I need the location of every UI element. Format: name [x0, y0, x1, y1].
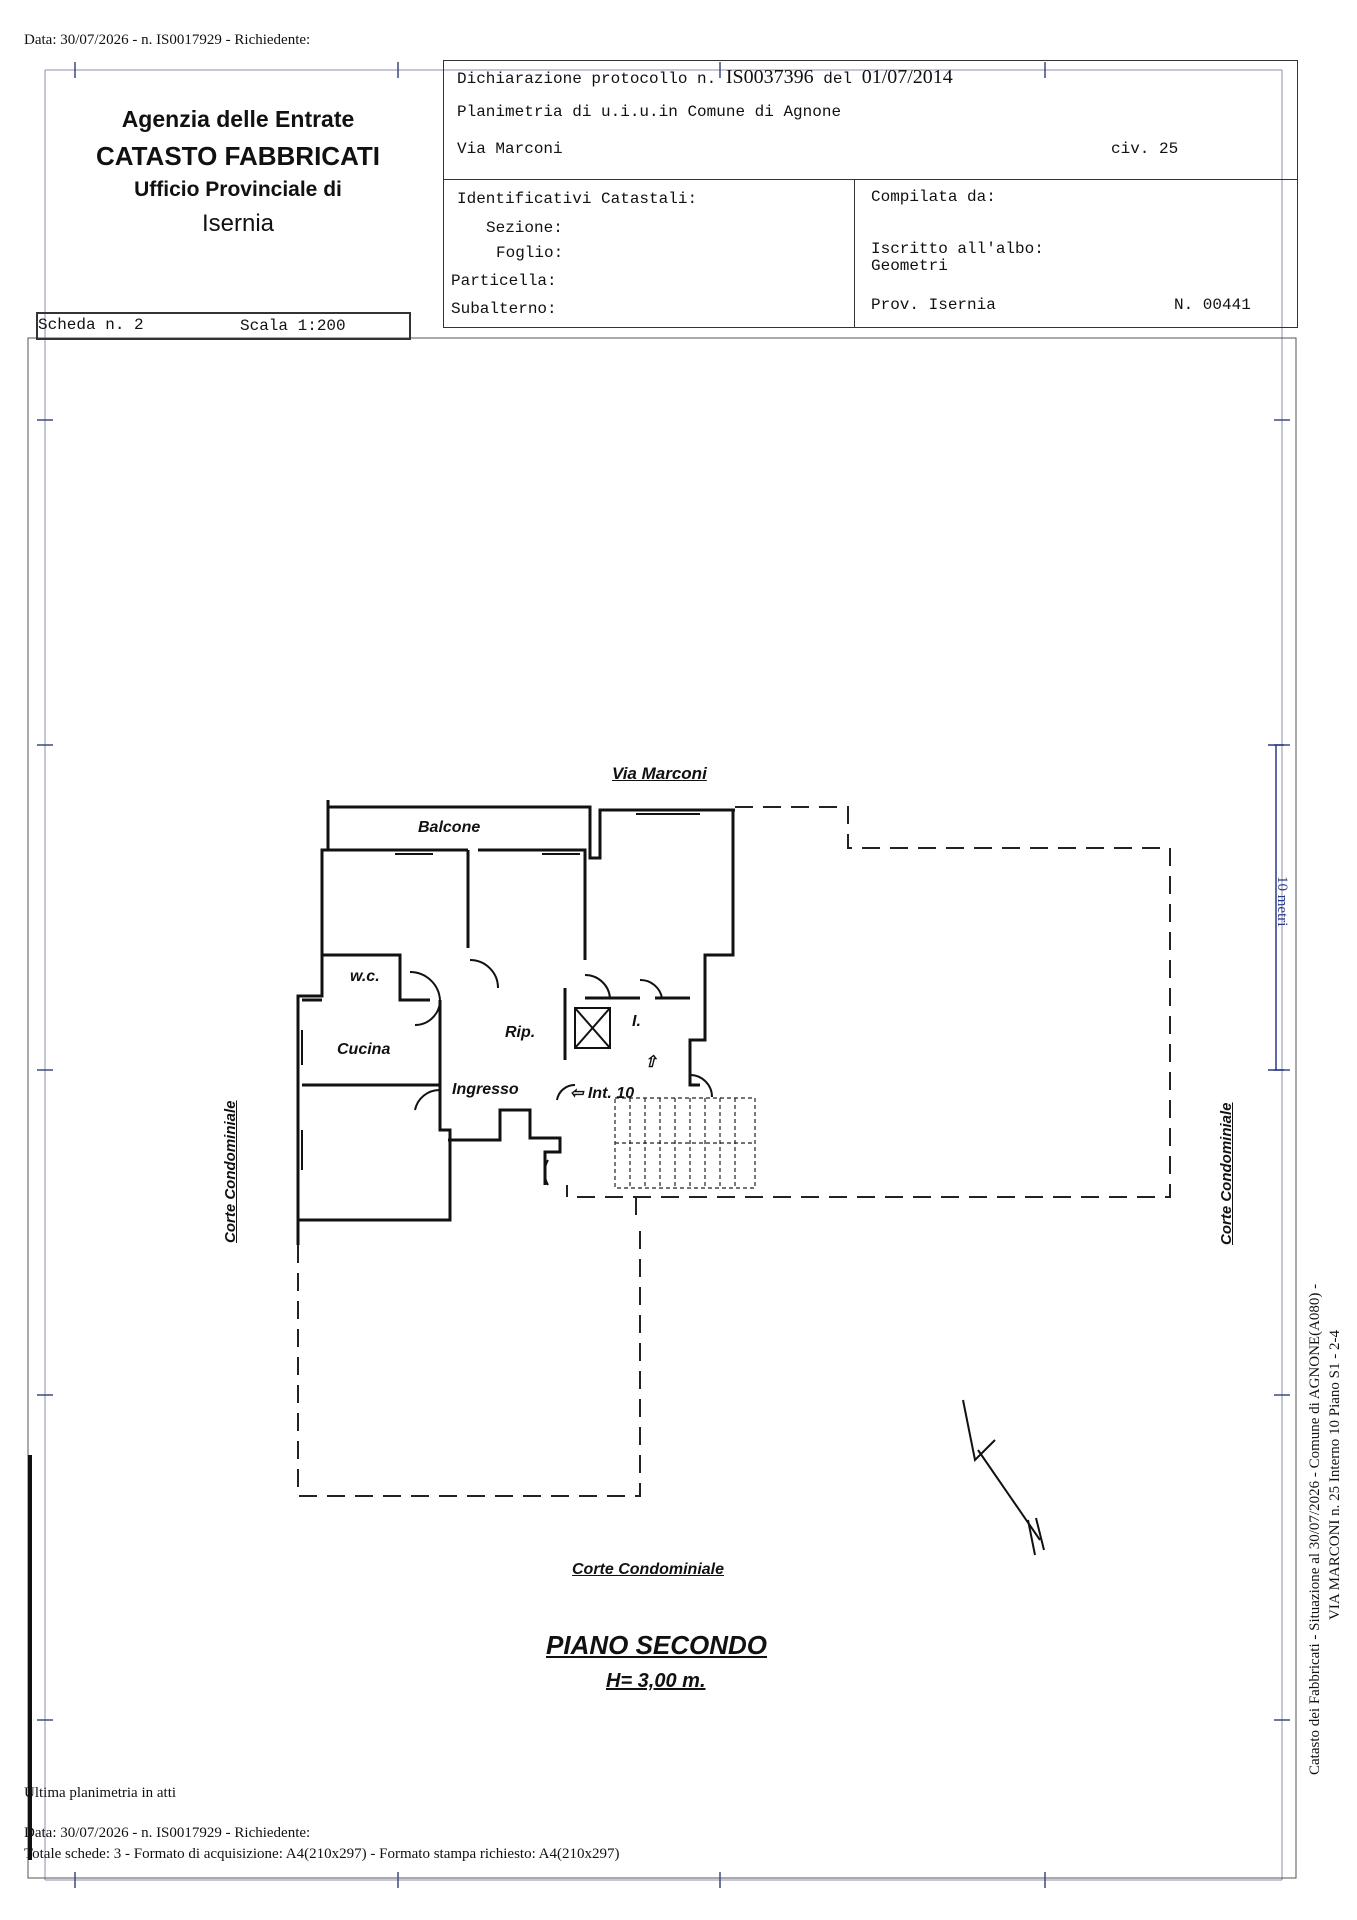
corte-bottom: Corte Condominiale [572, 1561, 725, 1578]
corte-left: Corte Condominiale [222, 1100, 239, 1243]
scale-bar-label: 10 metri [1274, 876, 1290, 927]
floor-title: PIANO SECONDO [546, 1630, 768, 1660]
profession-label: Geometri [871, 257, 948, 275]
compiler-box [854, 179, 1298, 328]
identifiers-title: Identificativi Catastali: [457, 190, 698, 208]
room-cucina: Cucina [337, 1041, 391, 1058]
room-ingresso: Ingresso [452, 1081, 519, 1098]
protocol-number: IS0037396 [725, 66, 814, 88]
registration-number: N. 00441 [1174, 296, 1251, 314]
interior-number: ⇦ Int. 10 [570, 1083, 634, 1103]
footer-meta: Data: 30/07/2026 - n. IS0017929 - Richie… [24, 1825, 311, 1841]
side-note-line1: Catasto dei Fabbricati - Situazione al 3… [1307, 1283, 1323, 1775]
protocol-date-prefix: del [823, 70, 853, 88]
agency-city: Isernia [201, 210, 275, 237]
scheda-scale: Scala 1:200 [240, 317, 346, 335]
north-arrow-icon [962, 1399, 1045, 1556]
footer-totals: Totale schede: 3 - Formato di acquisizio… [24, 1846, 620, 1862]
civic-number: civ. 25 [1111, 140, 1179, 158]
plan-line: Planimetria di u.i.u.in Comune di Agnone [457, 103, 842, 121]
protocol-prefix: Dichiarazione protocollo n. [457, 70, 717, 88]
protocol-line: Dichiarazione protocollo n. IS0037396 de… [457, 66, 953, 89]
arrow-up-icon: ⇧ [644, 1054, 658, 1071]
floor-height: H= 3,00 m. [606, 1670, 706, 1692]
corte-right: Corte Condominiale [1218, 1102, 1235, 1245]
scheda-number: Scheda n. 2 [38, 316, 144, 334]
agency-department: CATASTO FABBRICATI [95, 141, 381, 171]
street-name: Via Marconi [457, 140, 563, 158]
room-rip: Rip. [505, 1024, 536, 1041]
albo-label: Iscritto all'albo: [871, 240, 1044, 258]
lift-label: I. [632, 1013, 641, 1030]
agency-name: Agenzia delle Entrate [121, 106, 355, 132]
subalterno-label: Subalterno: [451, 300, 557, 318]
compiler-title: Compilata da: [871, 188, 996, 206]
side-note-line2: VIA MARCONI n. 25 Interno 10 Piano S1 - … [1327, 1330, 1343, 1620]
arrow-left-icon: ⇦ [570, 1085, 584, 1102]
room-wc: w.c. [350, 968, 380, 985]
sezione-label: Sezione: [486, 219, 563, 237]
foglio-label: Foglio: [496, 244, 564, 262]
interior-number-text: Int. 10 [587, 1085, 635, 1102]
province-label: Prov. Isernia [871, 296, 996, 314]
particella-label: Particella: [451, 272, 557, 290]
protocol-date: 01/07/2014 [861, 66, 953, 88]
header-meta: Data: 30/07/2026 - n. IS0017929 - Richie… [24, 32, 311, 48]
last-plan-note: Ultima planimetria in atti [24, 1785, 177, 1801]
agency-office: Ufficio Provinciale di [134, 178, 342, 201]
room-balcone: Balcone [418, 819, 481, 836]
street-label-top: Via Marconi [612, 764, 707, 783]
scheda-box [36, 312, 411, 340]
